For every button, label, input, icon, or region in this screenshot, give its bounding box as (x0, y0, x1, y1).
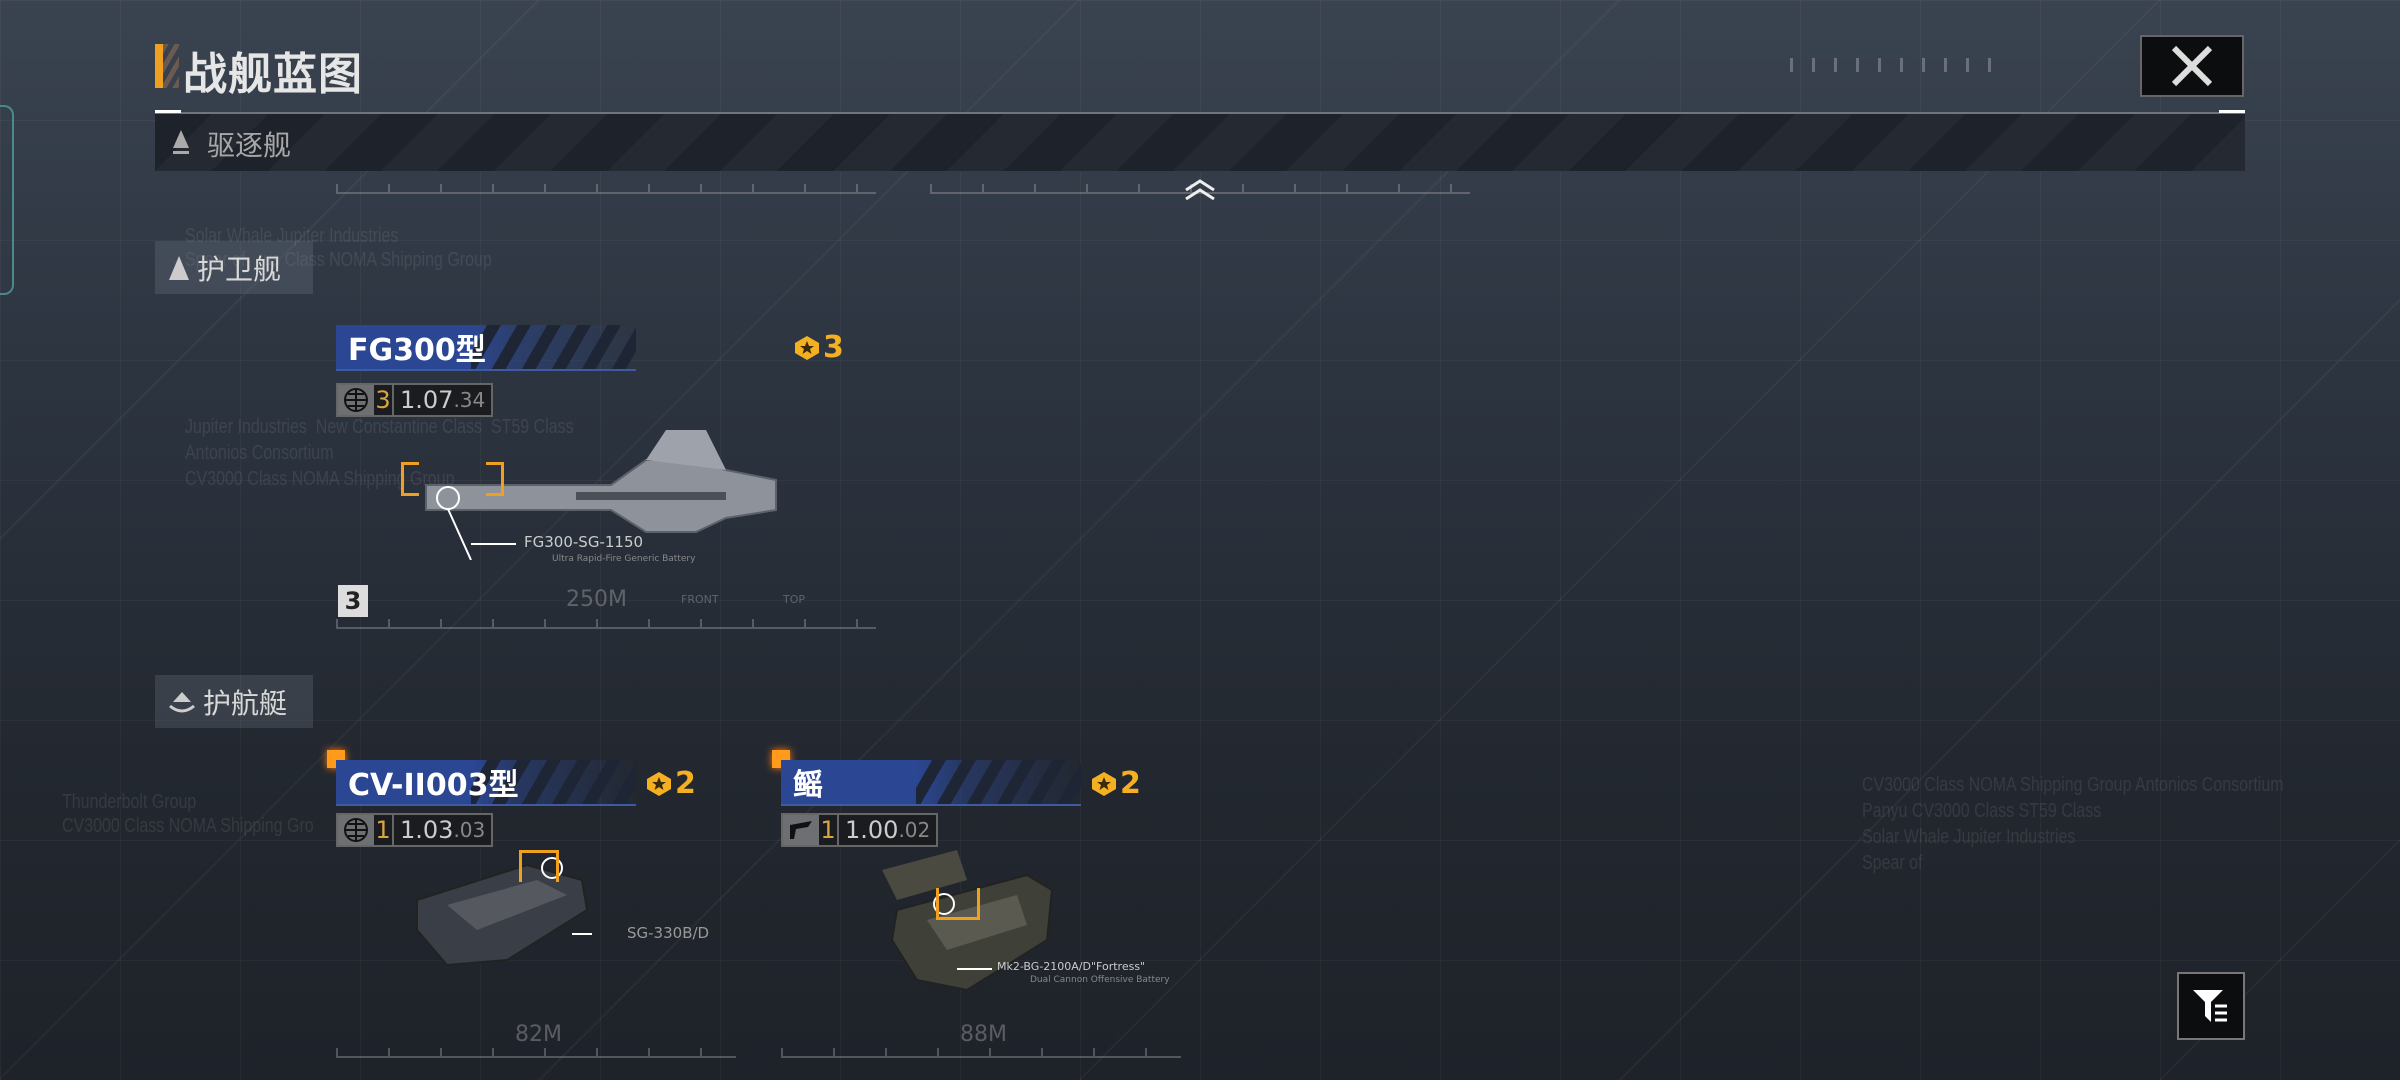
ruler (336, 613, 876, 629)
rank-value: 2 (675, 766, 696, 801)
rank-value: 2 (1120, 766, 1141, 801)
rank-badge: 2 (645, 766, 696, 801)
filter-icon (2193, 990, 2227, 1022)
ship-image-fg300 (425, 430, 777, 560)
view-front-label: FRONT (681, 593, 719, 606)
weapon-desc: Ultra Rapid-Fire Generic Battery (552, 554, 696, 564)
ship-version: 1.00.02 (839, 815, 936, 845)
rank-star-icon (1092, 771, 1116, 796)
ship-stats: 1 1.03.03 (336, 813, 494, 847)
ship-name: FG300型 (348, 333, 486, 368)
title-accent (155, 44, 163, 88)
ship-name: CV-II003型 (348, 768, 519, 803)
rank-star-icon (795, 335, 819, 360)
side-tab[interactable] (0, 105, 14, 295)
ruler (781, 1042, 1181, 1058)
ship-length: 250M (566, 587, 627, 612)
target-bracket (486, 462, 504, 496)
ruler (336, 178, 876, 194)
ship-level: 1 (374, 815, 394, 845)
filter-button[interactable] (2177, 972, 2245, 1040)
bg-text: Solar Whale Jupiter Industries Spear of … (185, 225, 492, 271)
rank-star-icon (647, 771, 671, 796)
rank-badge: 2 (1090, 766, 1141, 801)
ship-card-cv-ii003[interactable]: CV-II003型 2 1 1.03.03 SG-330B/D 82M (327, 750, 747, 1070)
tier-badge: 3 (338, 585, 368, 617)
ship-version: 1.07.34 (394, 385, 491, 415)
ship-version: 1.03.03 (394, 815, 491, 845)
category-label: 驱逐舰 (207, 129, 292, 162)
ship-level: 3 (374, 385, 394, 415)
barcode-decoration (1790, 58, 2010, 72)
version-number: 1.00 (845, 816, 899, 844)
ship-stats: 1 1.00.02 (781, 813, 939, 847)
banner-stripes (471, 760, 636, 804)
category-header-destroyer[interactable]: 驱逐舰 (155, 112, 2245, 171)
ruler (336, 1042, 736, 1058)
ship-stats: 3 1.07.34 (336, 383, 494, 417)
weapon-name: SG-330B/D (627, 924, 710, 942)
ship-length: 82M (515, 1022, 562, 1047)
destroyer-icon (173, 130, 189, 154)
ship-name: 鳐 (793, 768, 823, 803)
build-number: .34 (453, 388, 486, 412)
ship-image-cv-ii003 (416, 857, 589, 967)
ship-name-banner: 鳐 (781, 760, 1081, 806)
ship-card-ray[interactable]: 鳐 2 1 1.00.02 Mk2-BG-2100A/D"Fortress" D… (772, 750, 1192, 1070)
build-number: .02 (898, 818, 931, 842)
callout-line (957, 968, 992, 970)
globe-icon (338, 385, 374, 415)
close-button[interactable] (2140, 35, 2244, 97)
bg-text: CV3000 Class NOMA Shipping Group Antonio… (1862, 774, 2284, 874)
section-label: 护卫舰 (197, 252, 282, 286)
rank-value: 3 (823, 330, 844, 365)
ship-length: 88M (960, 1022, 1007, 1047)
title-accent-stripes (163, 44, 179, 88)
section-escort[interactable]: 护航艇 (155, 675, 313, 728)
callout-line (471, 543, 516, 545)
target-bracket (519, 850, 559, 882)
ship-card-fg300[interactable]: FG300型 3 3 1.07.34 FG300-SG-1150 Ultra R… (336, 325, 886, 635)
header-corner (2219, 110, 2245, 113)
page-title: 战舰蓝图 (183, 49, 363, 100)
bg-text: Jupiter Industries New Constantine Class… (185, 416, 574, 490)
ship-image-ray (882, 850, 1054, 992)
banner-stripes (471, 325, 636, 369)
build-number: .03 (453, 818, 486, 842)
faction-icon (783, 815, 819, 845)
section-label: 护航艇 (203, 686, 288, 720)
escort-icon (169, 691, 195, 712)
ship-name-banner: FG300型 (336, 325, 636, 371)
frigate-icon (169, 255, 189, 280)
bg-text: Thunderbolt Group CV3000 Class NOMA Ship… (62, 791, 314, 837)
ship-name-banner: CV-II003型 (336, 760, 636, 806)
weapon-name: FG300-SG-1150 (524, 533, 644, 551)
banner-stripes (916, 760, 1081, 804)
view-top-label: TOP (783, 593, 806, 606)
chevron-up-icon[interactable] (1183, 178, 1217, 202)
rank-badge: 3 (793, 330, 844, 365)
version-number: 1.07 (400, 386, 454, 414)
ship-level: 1 (819, 815, 839, 845)
ruler (930, 178, 1470, 194)
target-bracket (936, 888, 980, 920)
section-frigate[interactable]: 护卫舰 (155, 241, 313, 294)
weapon-name: Mk2-BG-2100A/D"Fortress" (997, 960, 1146, 973)
globe-icon (338, 815, 374, 845)
weapon-desc: Dual Cannon Offensive Battery (1030, 975, 1170, 985)
close-icon (2171, 45, 2213, 87)
callout-line (572, 933, 592, 935)
header-corner (155, 110, 181, 113)
target-bracket (401, 462, 419, 496)
version-number: 1.03 (400, 816, 454, 844)
